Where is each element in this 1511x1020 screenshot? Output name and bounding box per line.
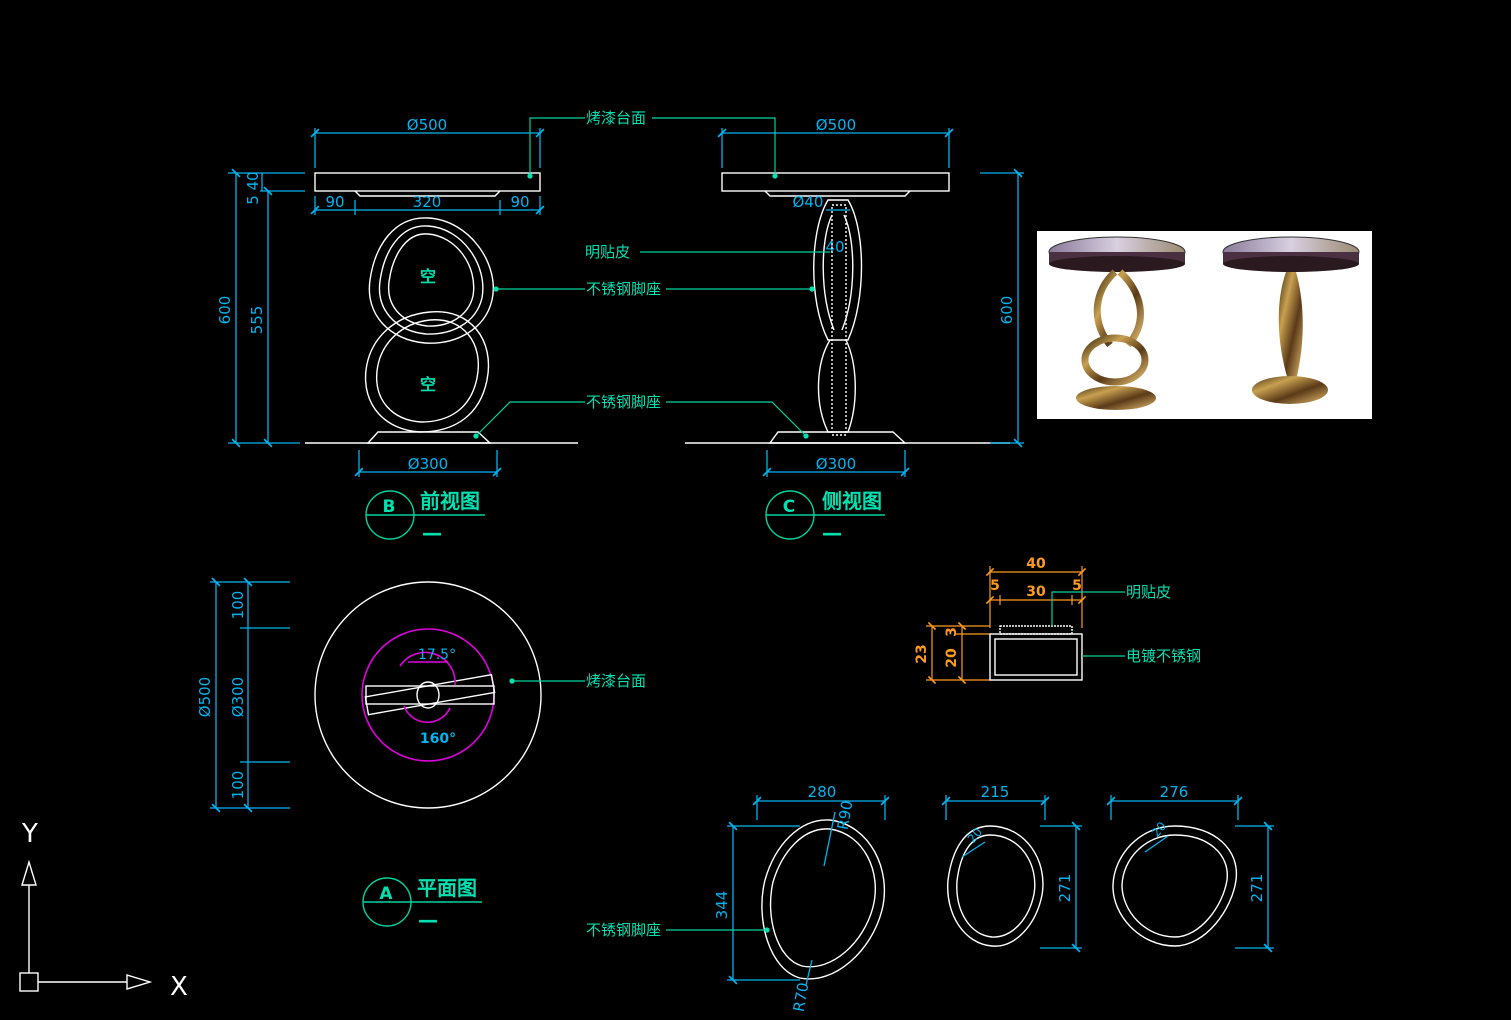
ring-leader-steel-base: 不锈钢脚座 [586,921,661,939]
front-void-bottom: 空 [420,375,436,394]
ring1-radius-a: R90 [834,799,857,831]
center-leaders: 烤漆台面 明贴皮 不锈钢脚座 不锈钢脚座 [473,109,830,439]
section-height-b: 20 [944,648,960,668]
plan-angle-top: 17.5° [418,647,456,663]
ucs-icon: Y X [19,819,188,1002]
section-width-right: 5 [1072,578,1082,594]
ring3-width: 276 [1160,783,1189,801]
section-height-a: 3 [944,627,960,637]
ring-detail-1: 280 344 R90 R70 不锈钢脚座 [586,783,890,1013]
front-view: Ø500 90 320 90 空 空 Ø300 600 [216,116,578,545]
ucs-x-label: X [170,972,188,1002]
section-height-total: 23 [914,644,930,663]
ring1-height: 344 [713,891,731,920]
ring-detail-2: 215 271 20 [941,783,1082,953]
side-stem-diameter: Ø40 [793,193,824,211]
side-top-width: Ø500 [816,116,856,134]
section-width-total: 40 [1026,556,1046,572]
plan-view-title: 平面图 [417,876,477,900]
front-top-thick-a: 5 [244,195,262,205]
ring3-height: 271 [1248,874,1266,903]
ring2-height: 271 [1056,874,1074,903]
ring2-width: 215 [981,783,1010,801]
section-leader-leather: 明贴皮 [1126,583,1171,601]
plan-inner-diameter: Ø300 [229,677,247,717]
leader-top-surface: 烤漆台面 [586,109,646,127]
side-view-label: C [783,497,795,517]
front-seg-left: 90 [325,193,344,211]
side-view-title: 侧视图 [822,489,882,513]
front-top-width: Ø500 [407,116,447,134]
ring1-radius-b: R70 [790,981,813,1013]
section-leader-plated-steel: 电镀不锈钢 [1126,647,1201,665]
leader-steel-base-2: 不锈钢脚座 [586,393,661,411]
product-photo [1037,231,1372,419]
plan-leader-top-surface: 烤漆台面 [586,672,646,690]
plan-view-label: A [379,884,393,904]
leader-leather: 明贴皮 [585,243,630,261]
front-seg-right: 90 [510,193,529,211]
front-seg-mid: 320 [413,193,442,211]
side-view: Ø500 Ø40 40 Ø300 600 C 侧视图 — [685,116,1024,545]
front-void-top: 空 [420,267,436,286]
plan-offset-top: 100 [229,591,247,620]
ring2-thickness: 20 [965,825,986,846]
side-base-width: Ø300 [816,455,856,473]
front-top-thick-b: 40 [244,171,262,190]
leader-steel-base-1: 不锈钢脚座 [586,280,661,298]
ucs-y-label: Y [21,819,38,849]
front-height-leg: 555 [248,306,266,335]
front-base-width: Ø300 [408,455,448,473]
section-width-left: 5 [990,578,1000,594]
section-detail: 40 5 30 5 23 3 20 明贴皮 电镀不锈钢 [914,556,1201,685]
plan-outer-diameter: Ø500 [196,677,214,717]
side-view-scale: — [822,521,842,545]
plan-view-scale: — [418,908,438,932]
section-width-mid: 30 [1026,584,1046,600]
plan-angle-bottom: 160° [420,731,456,747]
plan-offset-bottom: 100 [229,771,247,800]
ring-detail-3: 276 271 20 [1106,783,1274,953]
plan-view: 17.5° 160° Ø500 Ø300 100 100 烤漆台面 A 平面图 … [196,577,646,932]
front-view-title: 前视图 [420,489,480,513]
side-stem-width: 40 [825,238,844,256]
ring1-width: 280 [808,783,837,801]
front-height-total: 600 [216,296,234,325]
side-height-total: 600 [998,296,1016,325]
front-view-scale: — [422,521,442,545]
front-view-label: B [383,497,396,517]
